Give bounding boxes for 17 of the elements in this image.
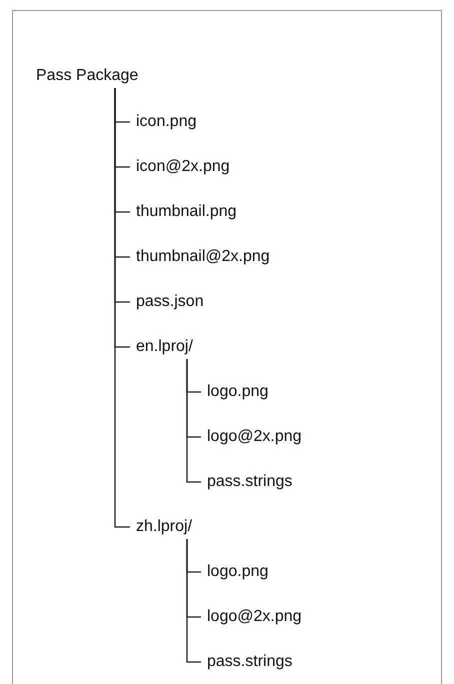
- file-name: thumbnail.png: [136, 202, 237, 222]
- file-name: logo.png: [207, 382, 268, 402]
- file-name: logo.png: [207, 562, 268, 582]
- file-name: pass.strings: [207, 472, 292, 492]
- file-name: thumbnail@2x.png: [136, 247, 270, 267]
- file-name: logo@2x.png: [207, 427, 302, 447]
- file-name: icon@2x.png: [136, 157, 230, 177]
- file-name: zh.lproj/: [136, 517, 192, 537]
- file-name: Pass Package: [36, 66, 138, 86]
- file-name: pass.json: [136, 292, 204, 312]
- file-name: pass.strings: [207, 652, 292, 672]
- file-name: en.lproj/: [136, 337, 193, 357]
- tree-connector: [114, 88, 130, 528]
- file-name: icon.png: [136, 112, 196, 132]
- tree-connector: [186, 539, 201, 663]
- file-name: logo@2x.png: [207, 607, 302, 627]
- tree-connector: [186, 359, 201, 483]
